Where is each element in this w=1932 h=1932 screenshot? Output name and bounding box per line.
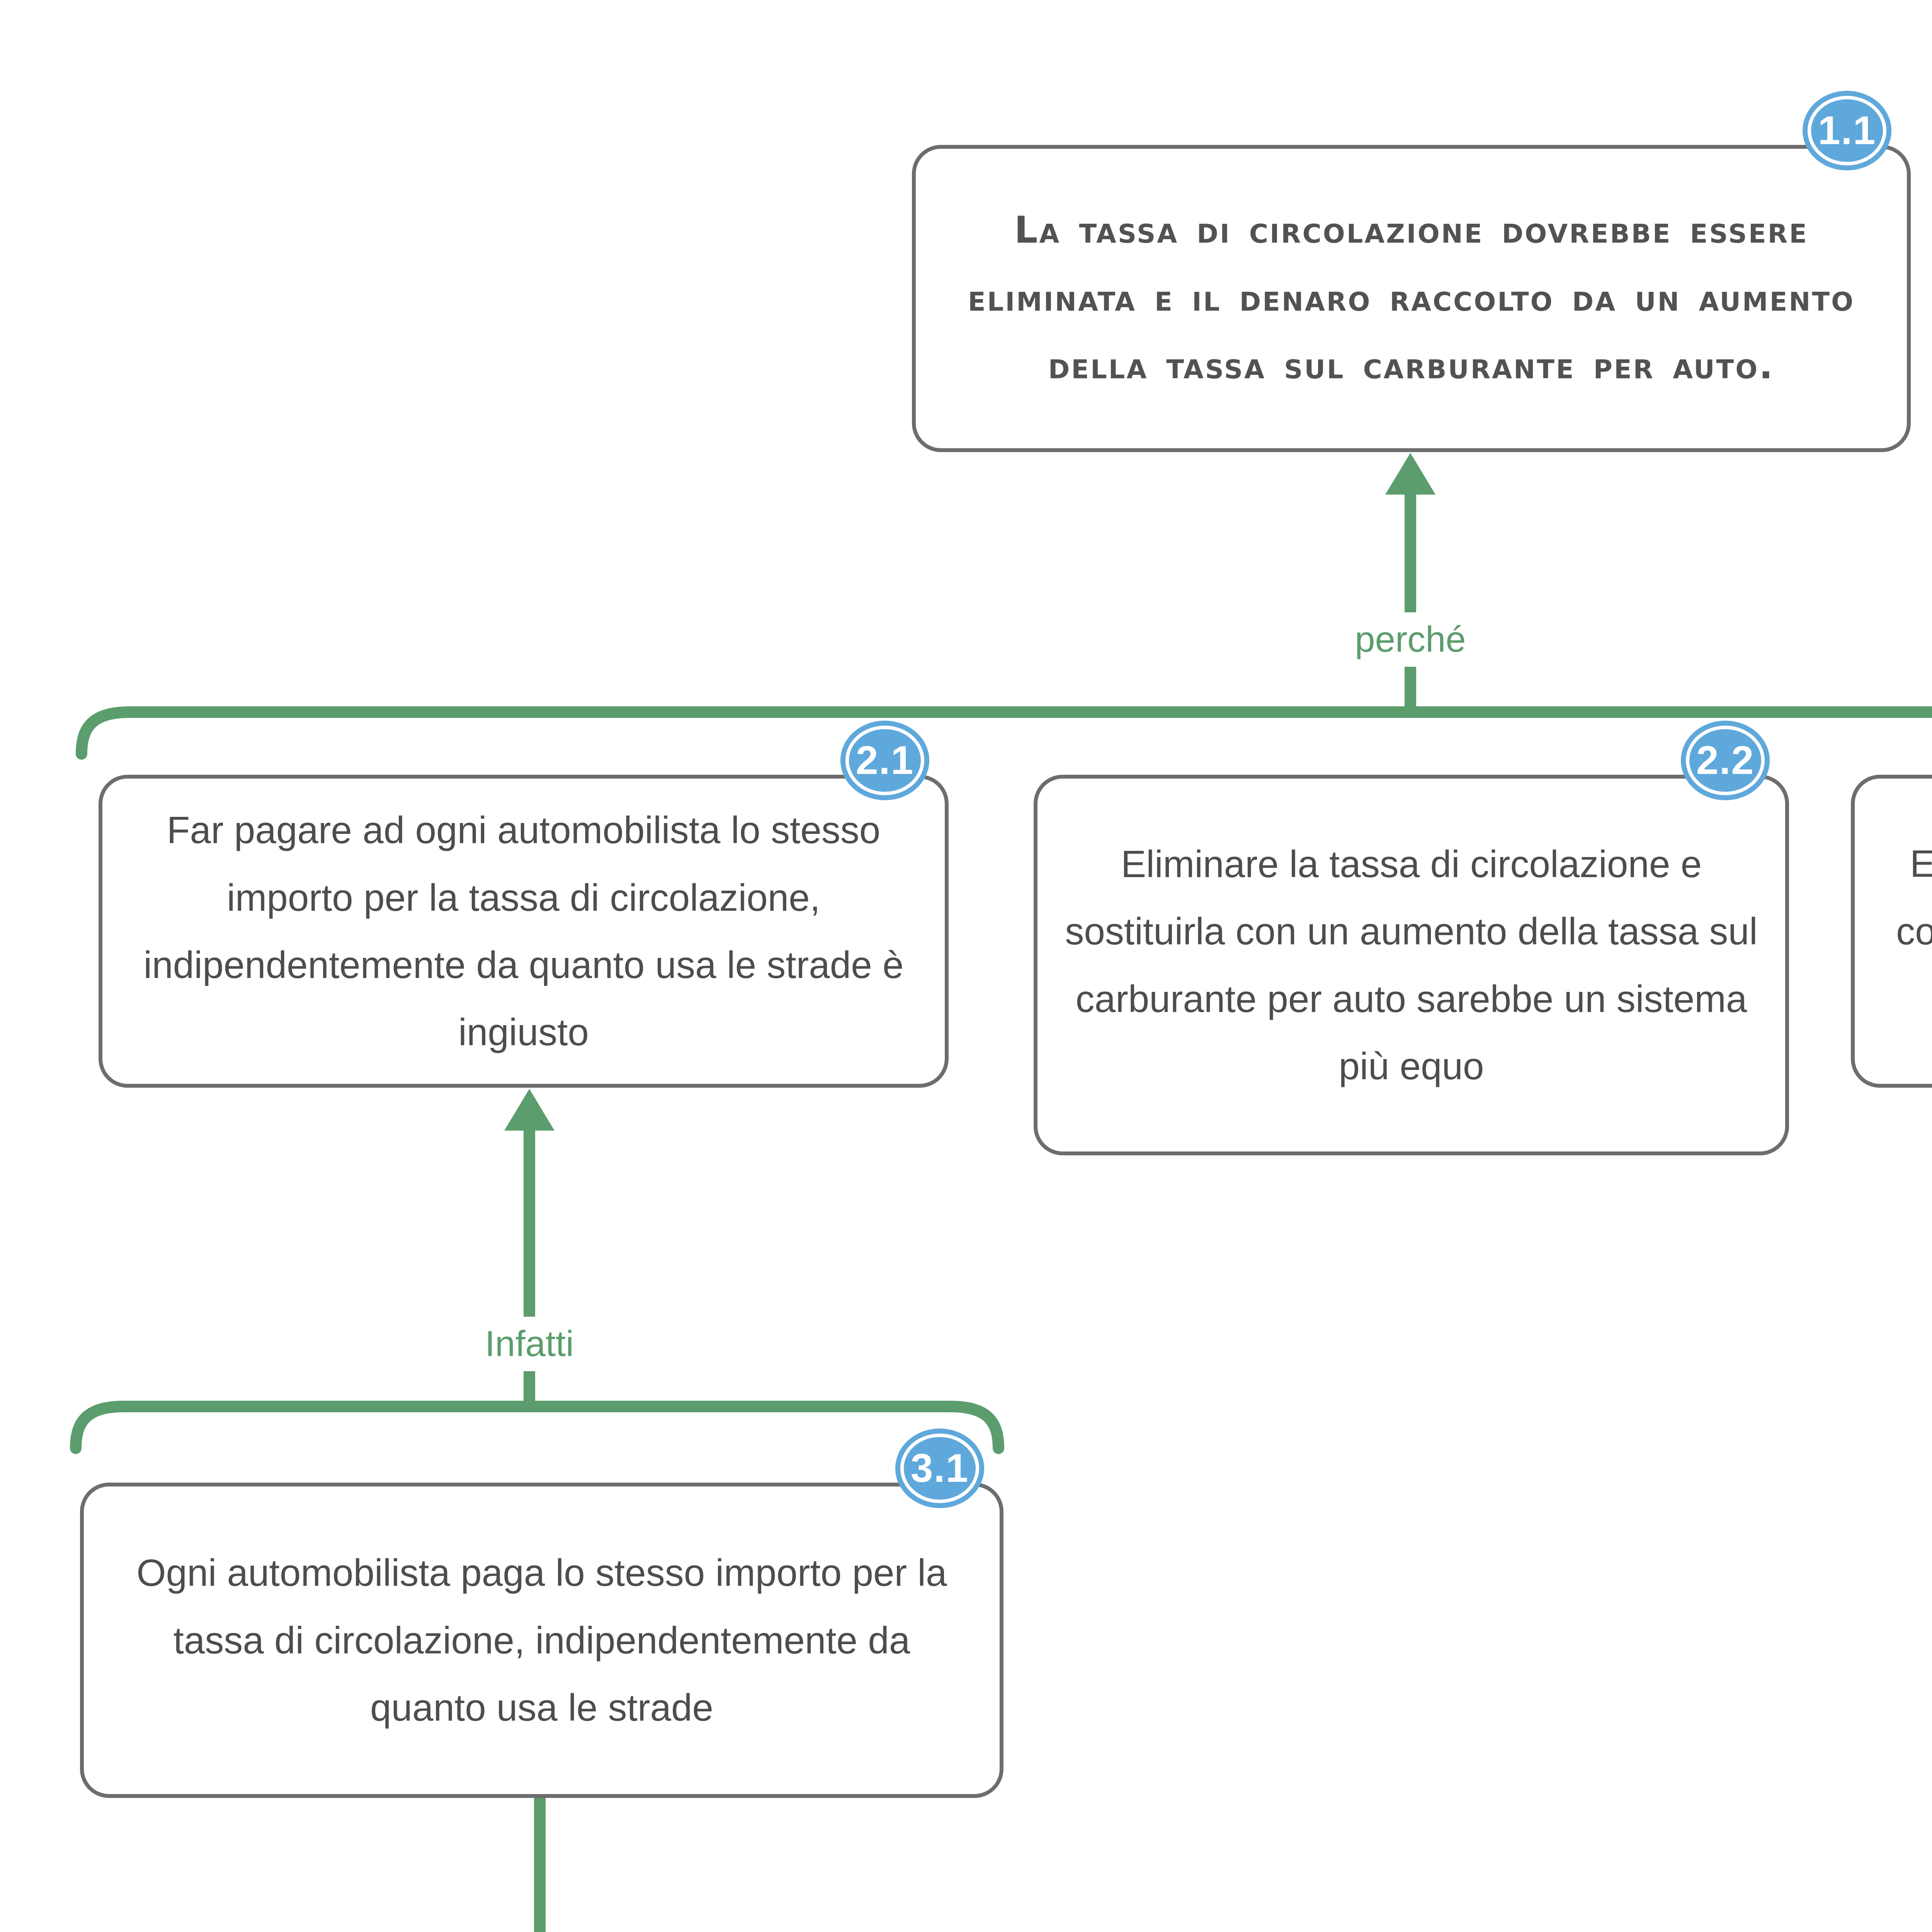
badge-ring-icon <box>1808 96 1886 165</box>
claim-box-2-3[interactable]: Eliminare la tassa di circolazione e sos… <box>1851 775 1932 1088</box>
bracket-reasons-level2 <box>76 706 1932 760</box>
badge-ring-icon <box>845 726 924 795</box>
badge-number-3-1: 3.1 <box>910 1446 969 1491</box>
claim-box-2-2[interactable]: Eliminare la tassa di circolazione e sos… <box>1034 721 1789 1155</box>
claim-text-2-1: Far pagare ad ogni automobilista lo stes… <box>143 809 904 1054</box>
badge-number-1-1: 1.1 <box>1818 108 1876 153</box>
node-badge-3-1: 3.1 <box>895 1429 984 1508</box>
perche-arrow-stem <box>1405 485 1416 713</box>
node-badge-1-1: 1.1 <box>1803 91 1891 170</box>
badge-number-2-1: 2.1 <box>855 738 914 783</box>
claim-text-2-2: Eliminare la tassa di circolazione e sos… <box>1065 842 1758 1087</box>
claim-box-2-1[interactable]: Far pagare ad ogni automobilista lo stes… <box>99 721 949 1088</box>
node-badge-2-1: 2.1 <box>840 721 929 800</box>
relation-label-infatti: Infatti <box>473 1316 585 1371</box>
node-badge-2-2: 2.2 <box>1681 721 1770 800</box>
per-esempio-stem <box>534 1796 546 1932</box>
claim-box-1-1[interactable]: La tassa di circolazione dovrebbe essere… <box>912 91 1911 452</box>
badge-ring-icon <box>1686 726 1765 795</box>
badge-ring-icon <box>900 1434 979 1503</box>
claim-text-1-1: La tassa di circolazione dovrebbe essere… <box>968 209 1855 388</box>
claim-text-2-3: Eliminare la tassa di circolazione e sos… <box>1896 842 1932 952</box>
claim-box-3-1[interactable]: Ogni automobilista paga lo stesso import… <box>80 1429 1003 1798</box>
badge-number-2-2: 2.2 <box>1696 738 1755 783</box>
claim-text-3-1: Ogni automobilista paga lo stesso import… <box>136 1551 947 1729</box>
relation-label-perche: perché <box>1343 612 1478 667</box>
bracket-reason-level3 <box>70 1401 1004 1454</box>
